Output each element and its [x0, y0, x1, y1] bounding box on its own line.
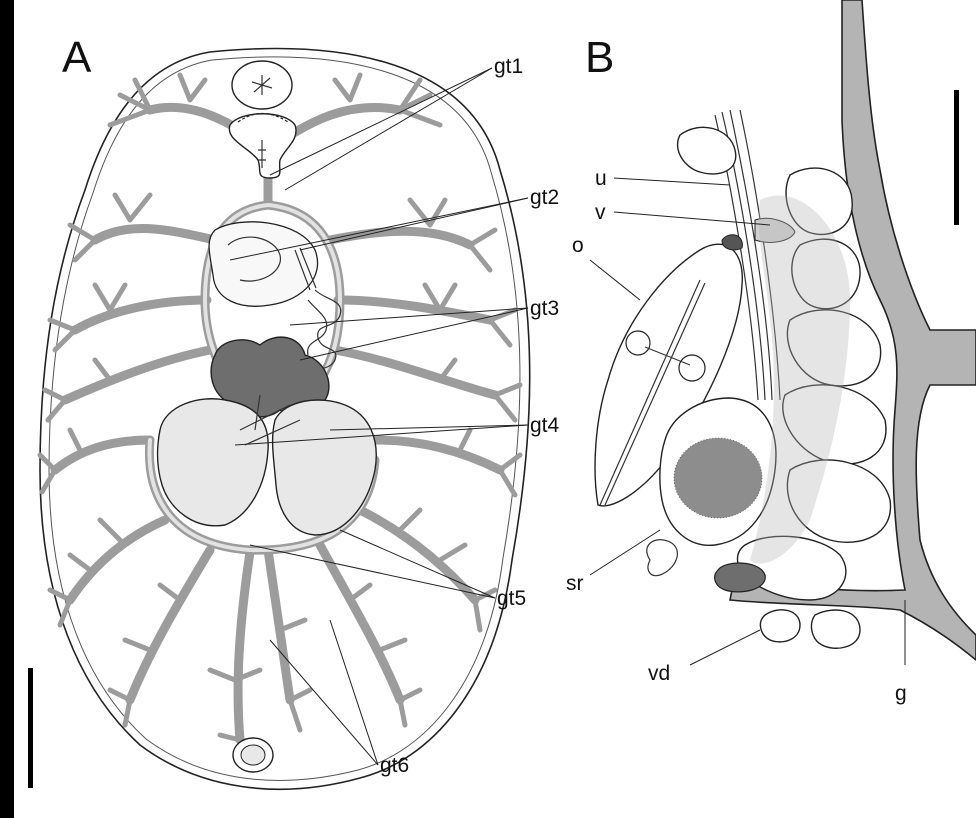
- label-gt1: gt1: [494, 55, 523, 78]
- label-sr: sr: [566, 572, 584, 595]
- label-gt2: gt2: [530, 186, 559, 209]
- panel-b-letter: B: [585, 33, 614, 82]
- copulatory-organ: [209, 222, 318, 306]
- label-o: o: [572, 234, 584, 257]
- posterior-sucker: [233, 738, 273, 772]
- label-gt6: gt6: [380, 754, 409, 777]
- panel-b: B u v o sr vd g: [566, 0, 976, 705]
- label-g: g: [895, 682, 907, 705]
- label-gt3: gt3: [530, 297, 559, 320]
- label-u: u: [595, 167, 607, 190]
- label-vd: vd: [648, 662, 670, 685]
- panel-a: A gt1 gt2 gt3 gt4 gt5 gt6: [28, 33, 560, 789]
- anterior-sucker: [232, 61, 292, 109]
- dark-loop: [715, 563, 766, 592]
- label-gt4: gt4: [530, 414, 560, 437]
- label-gt5: gt5: [497, 587, 526, 610]
- label-v: v: [595, 201, 606, 224]
- scale-bar-a: [28, 668, 33, 788]
- panel-a-letter: A: [62, 33, 92, 82]
- scale-bar-b: [954, 90, 959, 225]
- left-border-bar: [0, 0, 14, 818]
